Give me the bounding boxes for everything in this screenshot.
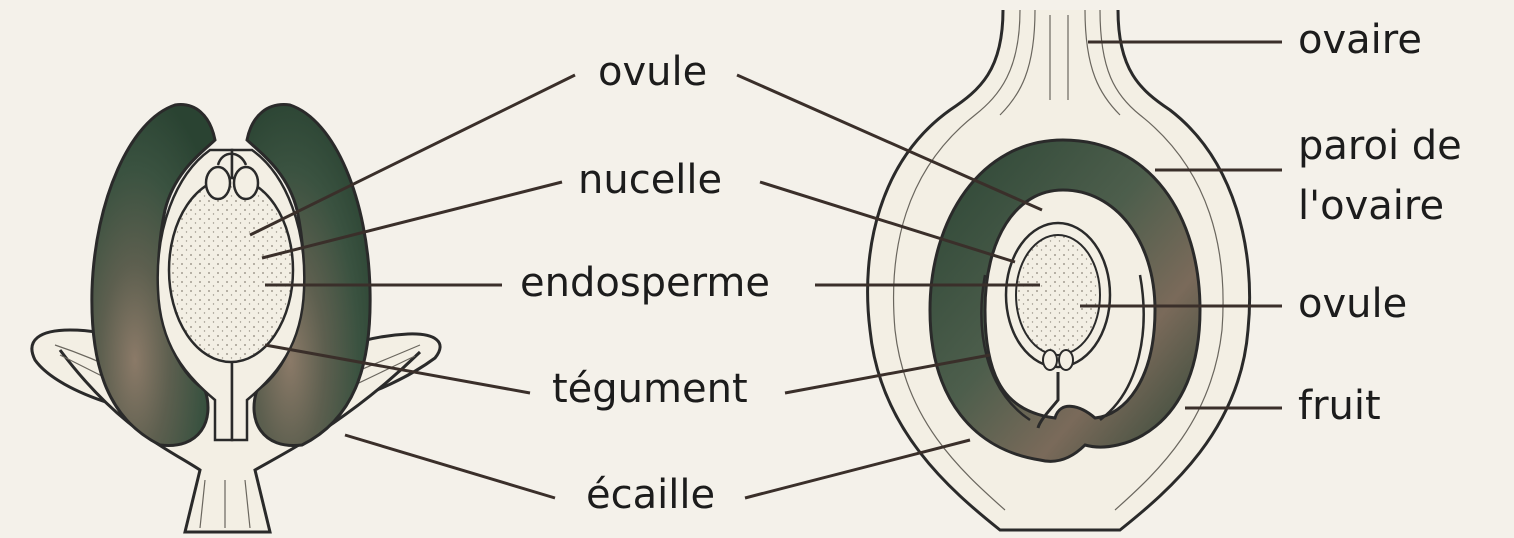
label-ovule-center: ovule <box>598 52 707 92</box>
archegonium-right <box>234 167 258 199</box>
gymnosperm-drawing <box>32 105 440 532</box>
label-ovule-right: ovule <box>1298 284 1407 324</box>
label-fruit: fruit <box>1298 386 1381 426</box>
ovule-core <box>1016 235 1100 355</box>
label-ovaire: ovaire <box>1298 20 1422 60</box>
label-tegument: tégument <box>552 369 748 409</box>
label-endosperme: endosperme <box>520 263 770 303</box>
label-ecaille: écaille <box>586 475 715 515</box>
nucellus <box>169 178 293 362</box>
label-paroi-line1: paroi de <box>1298 122 1462 170</box>
archegonium-left <box>206 167 230 199</box>
label-paroi-line2: l'ovaire <box>1298 182 1444 230</box>
label-nucelle: nucelle <box>578 160 722 200</box>
